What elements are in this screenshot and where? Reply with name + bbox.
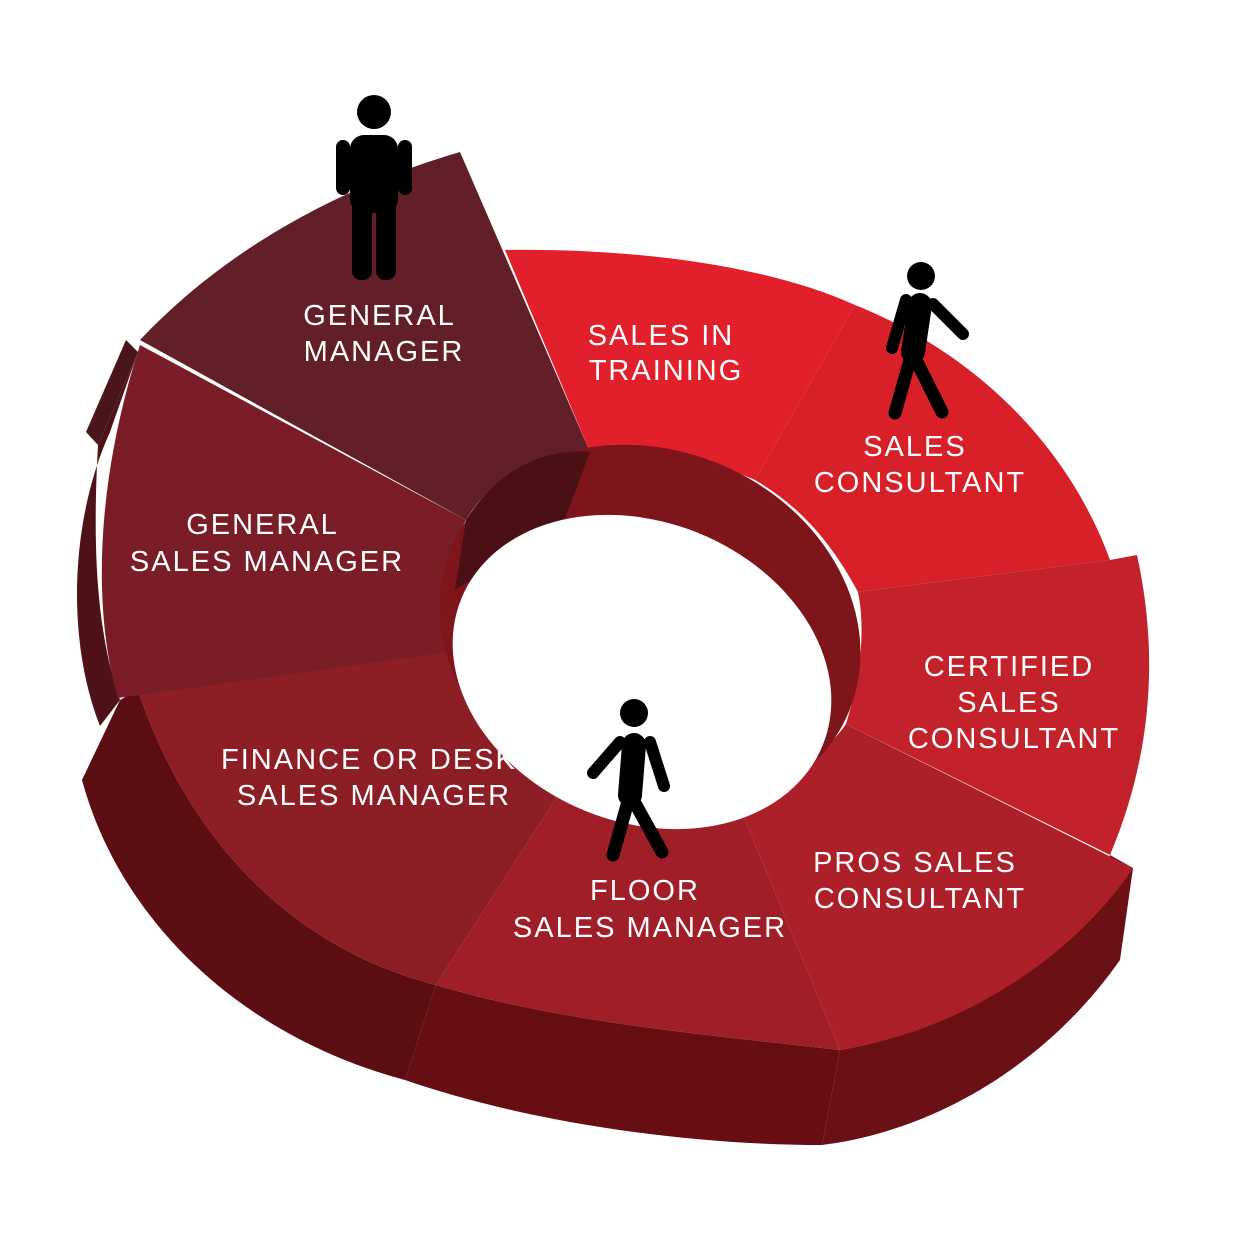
label-sales-in-training: SALES IN TRAINING [588, 320, 745, 387]
segment-labels: GENERAL MANAGER SALES IN TRAINING SALES … [130, 300, 1120, 944]
segment-finance-or-desk-sales-manager [138, 652, 578, 985]
label-sales-consultant: SALES CONSULTANT [814, 431, 1026, 499]
segment-general-manager [140, 152, 590, 520]
segment-floor-sales-manager [436, 764, 840, 1050]
segment-sales-in-training [505, 249, 855, 480]
ring-top-faces [101, 152, 1150, 1050]
segment-sales-consultant [755, 305, 1110, 592]
label-pros-sales-consultant: PROS SALES CONSULTANT [813, 847, 1027, 915]
segment-general-sales-manager [101, 345, 466, 698]
label-certified-sales-consultant: CERTIFIED SALES CONSULTANT [908, 651, 1120, 755]
segment-pros-sales-consultant [735, 724, 1133, 1050]
label-floor-sales-manager: FLOOR SALES MANAGER [513, 875, 787, 944]
side-wall-floor-sales-manager [405, 985, 840, 1145]
side-wall-general-manager [86, 340, 138, 445]
hole-opening [452, 514, 832, 830]
segment-certified-sales-consultant [846, 555, 1150, 855]
label-general-manager: GENERAL MANAGER [303, 300, 465, 368]
walking-person-icon [886, 262, 969, 420]
label-general-sales-manager: GENERAL SALES MANAGER [130, 509, 404, 578]
hole-inner-wall-shadow [455, 451, 590, 590]
side-wall-pros-sales-consultant [822, 868, 1133, 1145]
ring-hole [439, 444, 861, 830]
walking-person-icon [587, 699, 670, 862]
label-finance-or-desk-sales-manager: FINANCE OR DESK SALES MANAGER [221, 744, 527, 812]
standing-person-icon [336, 95, 412, 280]
side-wall-finance-or-desk-sales-manager [82, 690, 436, 1080]
side-wall-general-sales-manager [77, 352, 138, 726]
